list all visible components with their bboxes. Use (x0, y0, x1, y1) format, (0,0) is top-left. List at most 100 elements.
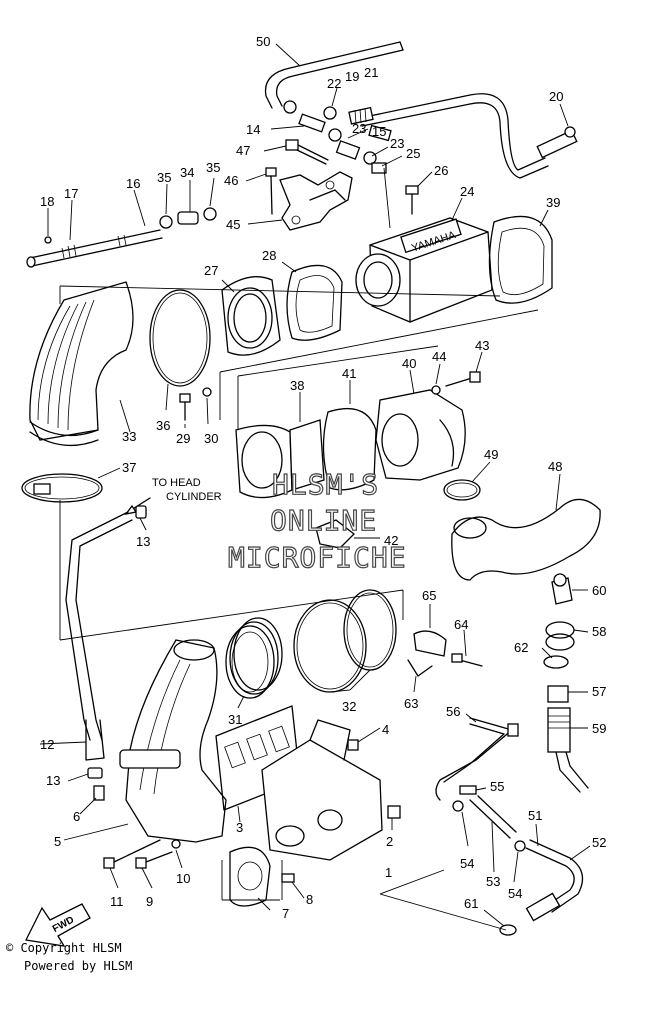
part-6-plug (79, 785, 105, 815)
callout-55: 55 (490, 779, 504, 794)
callout-34: 34 (180, 165, 194, 180)
callout-24: 24 (460, 184, 474, 199)
part-33-elbow-boot (29, 281, 134, 446)
callout-1: 1 (385, 865, 392, 880)
callout-18: 18 (40, 194, 54, 209)
callout-49: 49 (484, 447, 498, 462)
callout-61: 61 (464, 896, 478, 911)
callout-28: 28 (262, 248, 276, 263)
bracket-lines-bottom-left (221, 860, 283, 901)
parts-43-44-bolt-washer (431, 351, 483, 395)
part-24-exhaust-chamber: YAMAHA (355, 197, 493, 323)
part-40-chamber (375, 369, 466, 481)
part-42-fitting (315, 519, 380, 549)
callout-60: 60 (592, 583, 606, 598)
part-59-hose (547, 707, 589, 793)
bracket-lines-top (59, 285, 539, 420)
callout-65: 65 (422, 588, 436, 603)
part-65-clamp (413, 604, 447, 657)
callout-57: 57 (592, 684, 606, 699)
part-13-fitting (67, 505, 147, 782)
callout-50: 50 (256, 34, 270, 49)
part-8-stud (281, 873, 305, 899)
part-39-gasket (488, 209, 553, 304)
part-19-21-hose (348, 93, 549, 179)
callout-43: 43 (475, 338, 489, 353)
bracket-lines-middle (237, 345, 439, 430)
callout-59: 59 (592, 721, 606, 736)
part-47-bolt (263, 139, 329, 165)
callout-17: 17 (64, 186, 78, 201)
callout-51: 51 (528, 808, 542, 823)
callout-6: 6 (73, 809, 80, 824)
watermark-line3: MICROFICHE (228, 541, 407, 574)
callout-44: 44 (432, 349, 446, 364)
callout-9: 9 (146, 894, 153, 909)
callout-7: 7 (282, 906, 289, 921)
callout-15: 15 (372, 124, 386, 139)
callout-11: 11 (110, 894, 124, 909)
callout-40: 40 (402, 356, 416, 371)
clamps-22-23 (270, 87, 403, 174)
callout-23-lower: 23 (390, 136, 404, 151)
callout-22: 22 (327, 76, 341, 91)
part-49-clamp (443, 461, 491, 501)
copyright-text: © Copyright HLSM (6, 941, 122, 955)
part-4-bolt (347, 727, 381, 751)
part-28-gasket (281, 261, 343, 341)
part-50-hose (264, 41, 404, 109)
part-48-hose (451, 473, 601, 581)
callout-5: 5 (54, 834, 61, 849)
part-31-ring (225, 617, 283, 709)
part-63-clip (407, 659, 433, 693)
part-41-gasket (322, 380, 377, 491)
callout-30: 30 (204, 431, 218, 446)
part-53-54-fittings (452, 795, 526, 883)
callout-54-left: 54 (460, 856, 474, 871)
callout-41: 41 (342, 366, 356, 381)
part-46-bolt (245, 167, 277, 215)
callout-37: 37 (122, 460, 136, 475)
callout-36: 36 (156, 418, 170, 433)
part-2-manifold (261, 719, 401, 861)
callout-16: 16 (126, 176, 140, 191)
callout-39: 39 (546, 195, 560, 210)
part-56-pipe (435, 713, 519, 801)
callout-64: 64 (454, 617, 468, 632)
leader-25 (383, 167, 391, 229)
callout-54-right: 54 (508, 886, 522, 901)
part-57-fitting (547, 685, 588, 703)
watermark: HLSM'S ONLINE MICROFICHE (227, 467, 407, 574)
callout-52: 52 (592, 835, 606, 850)
part-61-clamp (483, 909, 517, 936)
bracket-lines-lower (59, 589, 404, 641)
callout-62: 62 (514, 640, 528, 655)
callout-58: 58 (592, 624, 606, 639)
callout-38: 38 (290, 378, 304, 393)
part-5-exhaust-body (63, 639, 227, 843)
callout-48: 48 (548, 459, 562, 474)
part-26-bolt (405, 171, 433, 215)
callout-32: 32 (342, 699, 356, 714)
callout-33: 33 (122, 429, 136, 444)
callout-21: 21 (364, 65, 378, 80)
callout-20: 20 (549, 89, 563, 104)
parts-34-35-clamps (159, 177, 217, 229)
callout-35-right: 35 (206, 160, 220, 175)
callout-47: 47 (236, 143, 250, 158)
callout-63: 63 (404, 696, 418, 711)
part-60-cap (551, 573, 588, 605)
callout-35-left: 35 (157, 170, 171, 185)
part-27-flange (221, 276, 281, 356)
callout-31: 31 (228, 712, 242, 727)
callout-13-upper: 13 (136, 534, 150, 549)
powered-by-text: Powered by HLSM (24, 959, 133, 973)
to-head-label-line2: CYLINDER (166, 491, 222, 503)
part-16-17-shaft (26, 189, 163, 268)
part-37-clamp (21, 467, 121, 503)
callout-8: 8 (306, 892, 313, 907)
callout-45: 45 (226, 217, 240, 232)
part-32-rings (293, 589, 397, 693)
fwd-arrow: FWD (25, 903, 91, 947)
